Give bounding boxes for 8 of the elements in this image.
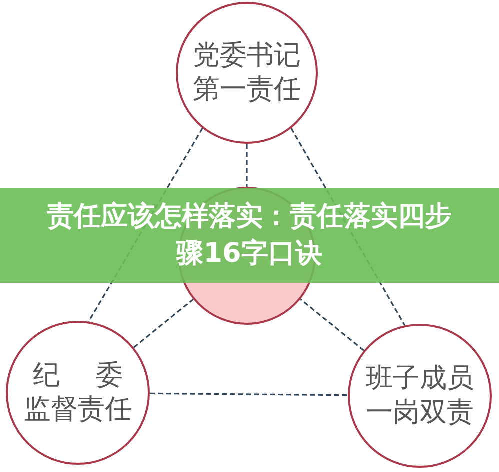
dashed-connector — [246, 144, 248, 187]
title-text: 责任应该怎样落实：责任落实四步骤16字口诀 — [46, 200, 453, 270]
dashed-connector — [133, 298, 194, 348]
dashed-connector — [300, 298, 365, 352]
node-label: 纪 委监督责任 — [23, 359, 133, 427]
node-label: 班子成员一岗双责 — [365, 362, 475, 430]
dashed-connector — [150, 392, 348, 396]
node-label: 党委书记第一责任 — [192, 39, 302, 107]
